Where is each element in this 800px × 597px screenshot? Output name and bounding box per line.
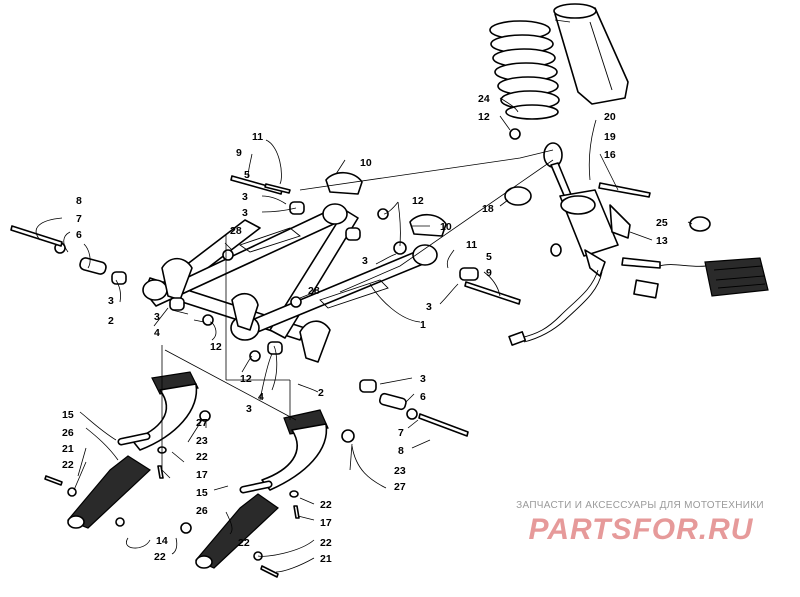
label-17: 17: [320, 517, 332, 529]
nut-12-top: [509, 128, 521, 140]
label-12: 12: [478, 111, 490, 123]
label-18: 18: [482, 203, 494, 215]
label-11: 11: [466, 239, 477, 251]
label-24: 24: [478, 93, 490, 105]
label-14: 14: [156, 535, 168, 547]
label-5: 5: [486, 251, 492, 263]
running-board-right: [195, 409, 329, 569]
shock-boot: [553, 3, 629, 105]
label-12: 12: [240, 373, 252, 385]
label-26: 26: [62, 427, 74, 439]
label-16: 16: [604, 149, 616, 161]
label-3: 3: [362, 255, 368, 267]
running-board-left: [67, 371, 199, 529]
label-25: 25: [656, 217, 668, 229]
label-12: 12: [210, 341, 222, 353]
label-23: 23: [196, 435, 208, 447]
label-4: 4: [154, 327, 160, 339]
label-22: 22: [320, 537, 332, 549]
label-10: 10: [440, 221, 452, 233]
shock-absorber: [508, 142, 769, 346]
label-7: 7: [398, 427, 404, 439]
bolts: [10, 175, 521, 437]
label-11: 11: [252, 131, 263, 143]
label-27: 27: [196, 417, 208, 429]
watermark-caption: ЗАПЧАСТИ И АКСЕССУАРЫ ДЛЯ МОТОТЕХНИКИ: [516, 500, 764, 511]
label-3: 3: [242, 191, 248, 203]
label-22: 22: [154, 551, 166, 563]
label-28: 28: [308, 285, 320, 297]
label-26: 26: [196, 505, 208, 517]
label-13: 13: [656, 235, 668, 247]
clamp-left: [161, 257, 193, 301]
label-3: 3: [154, 311, 160, 323]
clamp-25: [689, 216, 711, 232]
label-2: 2: [318, 387, 324, 399]
label-15: 15: [62, 409, 74, 421]
label-8: 8: [398, 445, 404, 457]
label-23: 23: [394, 465, 406, 477]
label-6: 6: [420, 391, 426, 403]
label-3: 3: [246, 403, 252, 415]
label-6: 6: [76, 229, 82, 241]
label-8: 8: [76, 195, 82, 207]
label-3: 3: [108, 295, 114, 307]
label-15: 15: [196, 487, 208, 499]
label-22: 22: [62, 459, 74, 471]
label-12: 12: [412, 195, 424, 207]
upper-arm-left: [142, 203, 348, 307]
label-22: 22: [320, 499, 332, 511]
coil-spring: [489, 20, 560, 120]
part-labels: 1 2 2 3 3 3 3 3 3 3 3 4 4 5 5 6 6 7 7 8 …: [62, 93, 668, 565]
label-21: 21: [62, 443, 74, 455]
upper-arm-right: [230, 244, 438, 341]
label-3: 3: [420, 373, 426, 385]
label-4: 4: [258, 391, 264, 403]
label-17: 17: [196, 469, 208, 481]
callout-brackets: [35, 19, 693, 573]
label-1: 1: [420, 319, 426, 331]
label-19: 19: [604, 131, 616, 143]
label-28: 28: [230, 225, 242, 237]
center-block: [231, 292, 259, 331]
bolt-16: [598, 182, 651, 198]
label-3: 3: [242, 207, 248, 219]
label-22: 22: [238, 537, 250, 549]
clamp-right: [299, 320, 331, 363]
label-21: 21: [320, 553, 332, 565]
leader-lines: [161, 149, 554, 470]
watermark-logo: PARTSFOR.RU: [528, 513, 754, 546]
bushing-18: [504, 186, 532, 206]
label-27: 27: [394, 481, 406, 493]
label-9: 9: [486, 267, 492, 279]
label-22: 22: [196, 451, 208, 463]
label-9: 9: [236, 147, 242, 159]
label-5: 5: [244, 169, 250, 181]
label-20: 20: [604, 111, 616, 123]
label-7: 7: [76, 213, 82, 225]
spacers: [54, 171, 479, 420]
label-2: 2: [108, 315, 114, 327]
label-3: 3: [426, 301, 432, 313]
label-10: 10: [360, 157, 372, 169]
